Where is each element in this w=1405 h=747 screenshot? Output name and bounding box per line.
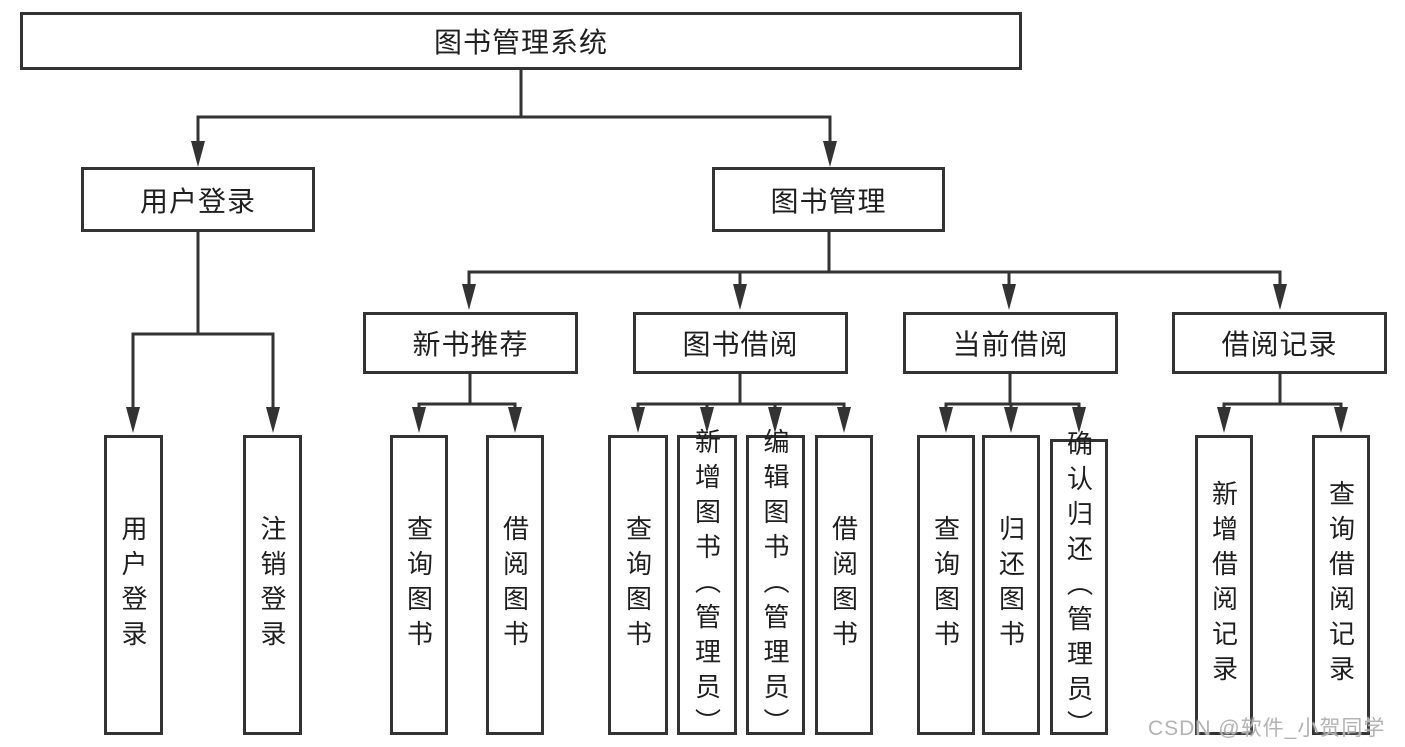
leaf-user-login-label: 用户登录 xyxy=(118,515,148,655)
leaf-borrow-books-label: 借阅图书 xyxy=(828,515,859,655)
leaf-add-books-admin: 新增图书（管理员） xyxy=(677,428,737,743)
leaf-edit-books-admin-label: 编辑图书（管理员） xyxy=(760,427,790,743)
node-borrow-records-label: 借阅记录 xyxy=(1221,329,1338,360)
leaf-add-borrow-record: 新增借阅记录 xyxy=(1195,435,1253,735)
node-new-book-recommend: 新书推荐 xyxy=(363,312,578,374)
leaf-borrow-books-recommend-label: 借阅图书 xyxy=(499,515,530,655)
node-borrow-records: 借阅记录 xyxy=(1172,312,1387,374)
leaf-query-books-recommend: 查询图书 xyxy=(390,435,448,735)
csdn-watermark: CSDN @软件_小贺同学 xyxy=(1148,717,1386,740)
leaf-query-books-borrow-label: 查询图书 xyxy=(622,515,653,655)
leaf-logout: 注销登录 xyxy=(243,435,302,735)
node-user-login: 用户登录 xyxy=(81,167,315,232)
leaf-query-books-borrow: 查询图书 xyxy=(608,435,668,735)
leaf-user-login: 用户登录 xyxy=(104,435,163,735)
leaf-query-borrow-record-label: 查询借阅记录 xyxy=(1325,480,1356,690)
node-book-management-label: 图书管理 xyxy=(770,185,887,217)
leaf-query-books-recommend-label: 查询图书 xyxy=(403,515,434,655)
leaf-return-books-label: 归还图书 xyxy=(995,515,1026,655)
node-book-borrow-label: 图书借阅 xyxy=(682,329,799,360)
leaf-borrow-books: 借阅图书 xyxy=(815,435,873,735)
leaf-confirm-return-admin-label: 确认归还（管理员） xyxy=(1063,429,1094,745)
leaf-logout-label: 注销登录 xyxy=(257,515,287,655)
node-book-borrow: 图书借阅 xyxy=(633,312,848,374)
leaf-query-books-current-label: 查询图书 xyxy=(930,515,961,655)
leaf-add-books-admin-label: 新增图书（管理员） xyxy=(691,427,722,743)
node-new-book-recommend-label: 新书推荐 xyxy=(412,329,529,360)
leaf-query-borrow-record: 查询借阅记录 xyxy=(1312,435,1370,735)
leaf-edit-books-admin: 编辑图书（管理员） xyxy=(746,428,805,743)
node-book-management: 图书管理 xyxy=(712,167,945,232)
node-user-login-label: 用户登录 xyxy=(139,185,256,217)
leaf-query-books-current: 查询图书 xyxy=(917,435,975,735)
arrowheads xyxy=(126,141,1348,433)
node-current-borrow-label: 当前借阅 xyxy=(952,329,1069,360)
node-library-system: 图书管理系统 xyxy=(20,12,1022,70)
leaf-confirm-return-admin: 确认归还（管理员） xyxy=(1050,430,1108,745)
leaf-return-books: 归还图书 xyxy=(982,435,1040,735)
node-library-system-label: 图书管理系统 xyxy=(433,27,608,58)
leaf-borrow-books-recommend: 借阅图书 xyxy=(486,435,544,735)
node-current-borrow: 当前借阅 xyxy=(903,312,1118,374)
leaf-add-borrow-record-label: 新增借阅记录 xyxy=(1208,480,1239,690)
